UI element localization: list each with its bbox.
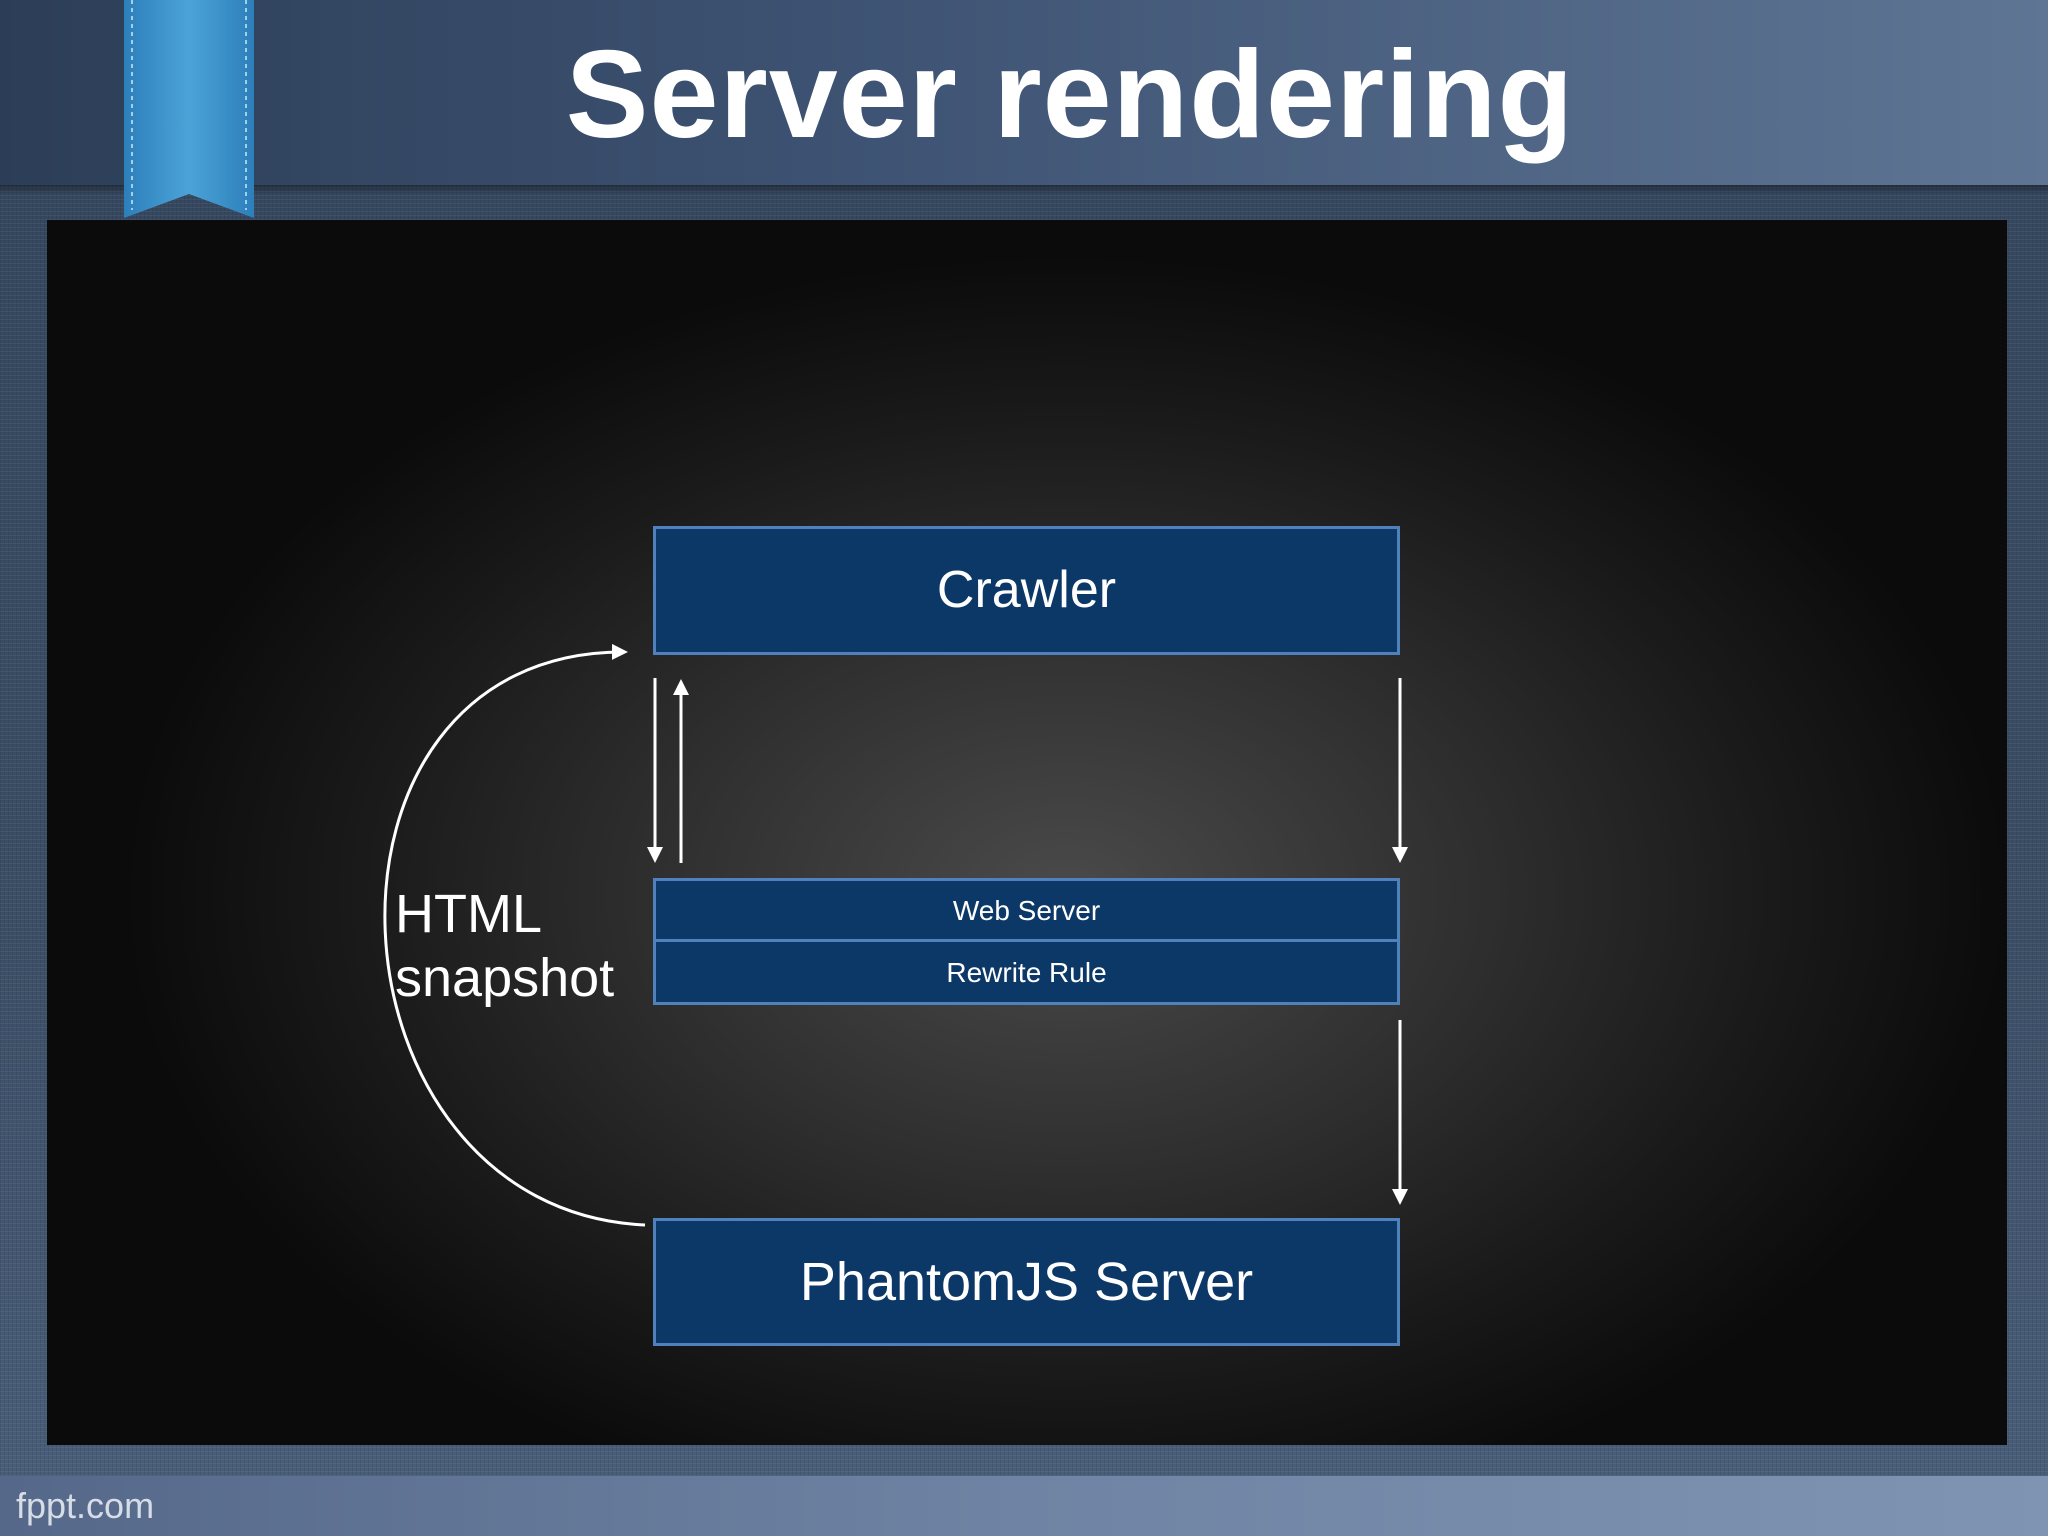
web-server-node: Web Server	[653, 878, 1400, 942]
header-band	[0, 0, 2048, 185]
diagram-arrows	[383, 643, 1408, 1227]
footer-band	[0, 1476, 2048, 1536]
html-snapshot-label: HTML snapshot	[395, 884, 615, 1008]
header-shadow	[0, 185, 2048, 195]
crawler-node: Crawler	[653, 526, 1400, 655]
rewrite-rule-node: Rewrite Rule	[653, 939, 1400, 1005]
footer-brand: fppt.com	[16, 1485, 155, 1526]
slide-title: Server rendering	[565, 26, 1575, 164]
arrow-html-snapshot-loop	[383, 643, 646, 1227]
phantomjs-server-node: PhantomJS Server	[653, 1218, 1400, 1346]
bookmark-ribbon-icon	[124, 0, 254, 218]
diagram-stage: Crawler Web Server Rewrite Rule PhantomJ…	[47, 220, 2007, 1445]
